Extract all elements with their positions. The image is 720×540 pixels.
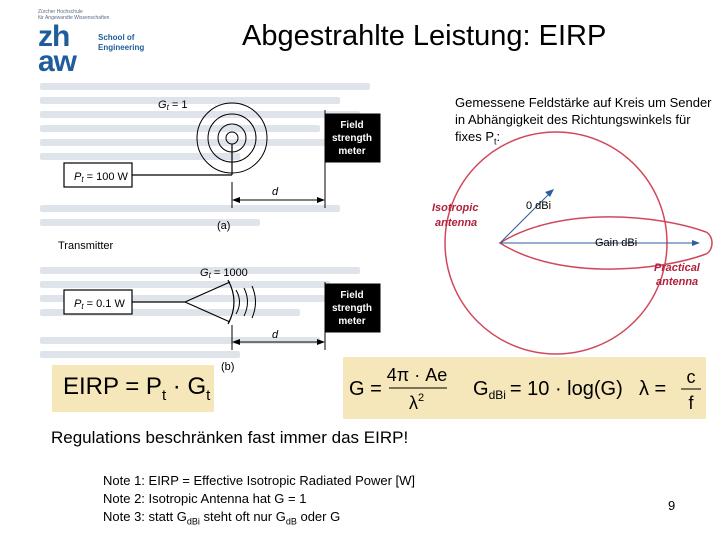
note-2: Note 2: Isotropic Antenna hat G = 1 (103, 491, 307, 506)
practical-label-line-2: antenna (656, 276, 698, 288)
logo-small-line-2: für Angewandte Wissenschaften (38, 15, 110, 21)
eirp-formula-main: EIRP = P (63, 373, 162, 400)
figure-a-distance: d (272, 186, 279, 198)
eirp-formula-sub-2: t (206, 386, 211, 404)
figure-b-caption: (b) (221, 361, 234, 373)
logo-sub-line-1: School of (98, 33, 135, 42)
figure-b: Pt = 0.1 W Gt = 1000 Field strength mete… (63, 267, 381, 373)
gain-dbi-label: Gain dBi (595, 237, 637, 249)
zero-dbi-label: 0 dBi (526, 200, 551, 212)
zhaw-logo: zh aw (38, 20, 98, 78)
gain-formulas: G = 4π · Ae λ2 GdBi= 10 · log(G) λ = c f (349, 365, 701, 413)
gain-formula-lhs: G = (349, 378, 382, 400)
figure-b-meter-line-2: strength (332, 303, 372, 314)
lambda-formula-lhs: λ = (639, 378, 666, 400)
eirp-formula-gain: · G (166, 373, 207, 400)
transmitter-label: Transmitter (58, 240, 114, 252)
figure-b-distance: d (272, 329, 279, 341)
figure-a-gain-label: Gt = 1 (158, 99, 187, 112)
gain-formula-denominator: λ2 (409, 392, 424, 413)
figure-b-gain-label: Gt = 1000 (200, 267, 248, 280)
figure-b-meter-line-3: meter (338, 316, 365, 327)
logo-school-label: School of Engineering (98, 33, 158, 53)
figure-a-caption: (a) (217, 220, 230, 232)
eirp-formula: EIRP = Pt · Gt (63, 373, 210, 404)
slide-title: Abgestrahlte Leistung: EIRP (242, 20, 607, 52)
lambda-formula-numerator: c (687, 367, 696, 387)
faded-background-text (40, 75, 400, 375)
logo-sub-line-2: Engineering (98, 43, 145, 52)
eirp-formula-box (52, 365, 214, 412)
description-text: Gemessene Feldstärke auf Kreis um Sender… (455, 95, 712, 144)
isotropic-label-line-2: antenna (435, 217, 477, 229)
zero-dbi-arrow (499, 190, 553, 244)
figure-a: Pt = 100 W Gt = 1 Field strength meter d… (63, 99, 381, 232)
figure-b-meter-line-1: Field (340, 290, 363, 301)
logo-small-text: Zürcher Hochschule für Angewandte Wissen… (38, 9, 109, 21)
logo-small-line-1: Zürcher Hochschule (38, 9, 83, 15)
note-3: Note 3: statt GdBi steht oft nur GdB ode… (103, 509, 341, 527)
gdbi-formula: GdBi= 10 · log(G) (473, 378, 623, 402)
figure-a-meter-line-1: Field (340, 120, 363, 131)
logo-main-line-2: aw (38, 45, 77, 78)
description-subscript: t (494, 136, 497, 147)
eirp-formula-sub-1: t (161, 386, 167, 404)
description-end: : (496, 129, 501, 144)
practical-antenna-lobe (498, 216, 713, 270)
isotropic-label-line-1: Isotropic (432, 202, 478, 214)
notes-list: Note 1: EIRP = Effective Isotropic Radia… (103, 472, 415, 531)
logo-main-line-1: zh (38, 20, 70, 53)
figure-a-power-label: Pt = 100 W (74, 171, 129, 184)
figure-a-meter-line-3: meter (338, 146, 365, 157)
measurement-description: Gemessene Feldstärke auf Kreis um Sender… (455, 94, 720, 151)
regulations-statement: Regulations beschränken fast immer das E… (51, 428, 409, 447)
figure-b-power-label: Pt = 0.1 W (74, 298, 125, 311)
note-1: Note 1: EIRP = Effective Isotropic Radia… (103, 473, 416, 488)
page-number: 9 (668, 498, 676, 513)
lambda-formula-denominator: f (688, 393, 694, 413)
gain-formula-numerator: 4π · Ae (387, 365, 447, 385)
practical-label-line-1: Practical (654, 262, 701, 274)
figure-a-meter-line-2: strength (332, 133, 372, 144)
